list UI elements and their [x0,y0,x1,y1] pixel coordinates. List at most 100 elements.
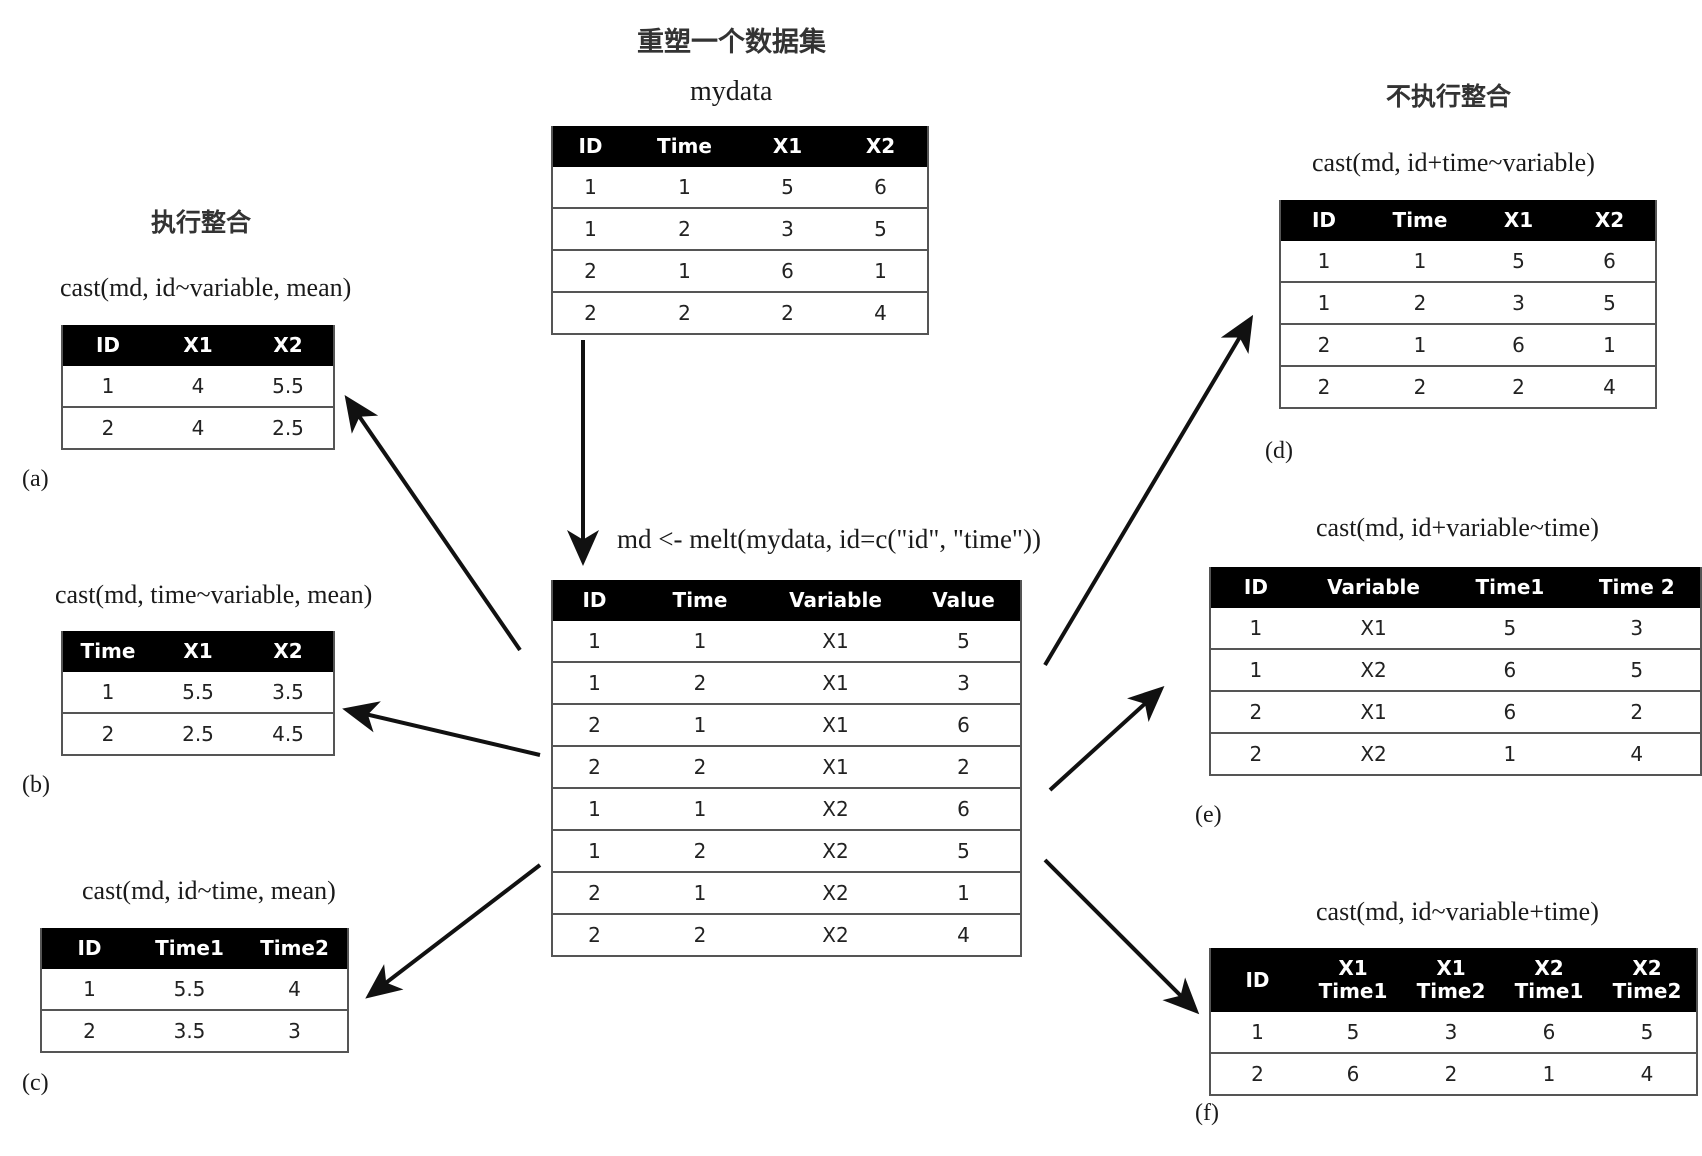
table-cell: X2 [764,829,907,873]
table-cell: 2 [636,913,764,957]
table-cell: 1 [62,672,153,714]
table-cell: 3 [1473,281,1564,325]
table-cell: 5 [1573,648,1701,692]
figure-letter-c: (c) [22,1070,49,1096]
table-cell: 1 [628,167,741,209]
table-cell: 4 [153,406,243,450]
table-cell: 5 [1304,1012,1402,1054]
table-cell: 5 [907,829,1021,873]
table-cell: 6 [1446,690,1574,734]
table-cell: 2 [628,207,741,251]
table-cell: 5 [1446,608,1574,650]
table-cell: 5.5 [243,366,334,408]
column-header: Time 2 [1573,567,1701,608]
column-header: ID [552,126,628,167]
column-header: X1 [153,325,243,366]
column-header: Time [636,580,764,621]
table-cell: 2 [636,661,764,705]
table-cell: 2.5 [153,712,243,756]
table-cell: 3.5 [243,672,334,714]
arrow-md-to-c [365,863,542,999]
table-cell: 1 [552,167,628,209]
table-cell: 2 [1402,1052,1500,1096]
formula-b: cast(md, time~variable, mean) [55,580,373,609]
table-cell: 6 [1500,1012,1598,1054]
column-header: X2 Time1 [1500,948,1598,1012]
column-header: X2 [1564,200,1656,241]
left-section-heading: 执行整合 [151,208,252,237]
table-cell: 1 [907,871,1021,915]
table-cell: 2 [741,291,834,335]
figure-letter-d: (d) [1265,438,1293,464]
table-cell: 1 [552,661,636,705]
column-header: Variable [1300,567,1447,608]
table-cell: 6 [1446,648,1574,692]
table-cell: 2 [62,712,153,756]
table-cell: 1 [1367,323,1473,367]
table-cell: 1 [1564,323,1656,367]
table-cell: 4 [1564,365,1656,409]
column-header: ID [1210,948,1304,1012]
table-cell: X2 [1300,732,1447,776]
table-cell: 3 [1573,608,1701,650]
table-cell: 2 [636,745,764,789]
column-header: X1 [741,126,834,167]
table-cell: X2 [1300,648,1447,692]
arrow-md-to-b [342,701,541,757]
figure-letter-b: (b) [22,772,50,798]
table-cell: 2 [552,249,628,293]
column-header: ID [552,580,636,621]
column-header: Value [907,580,1021,621]
table-cell: 3 [741,207,834,251]
table-cell: X2 [764,871,907,915]
table-cell: 1 [1210,608,1301,650]
table-cell: X2 [764,913,907,957]
formula-e: cast(md, id+variable~time) [1316,513,1599,542]
table-cell: 1 [636,703,764,747]
table-cell: 5 [741,167,834,209]
table-cell: 5 [834,207,928,251]
table-cell: 5 [1473,241,1564,283]
formula-f: cast(md, id~variable+time) [1316,897,1599,926]
table-cell: 1 [628,249,741,293]
table-cell: 4 [242,969,348,1011]
column-header: Time [1367,200,1473,241]
column-header: Time1 [137,928,242,969]
column-header: X2 [243,631,334,672]
column-header: Time2 [242,928,348,969]
table-cell: X1 [764,621,907,663]
table-cell: 6 [834,167,928,209]
table-cell: 6 [907,703,1021,747]
table-cell: X1 [764,745,907,789]
table-cell: X1 [1300,690,1447,734]
table-cell: 1 [1367,241,1473,283]
table-cell: 2 [636,829,764,873]
table-cell: 2 [628,291,741,335]
source-table-label: mydata [690,76,773,107]
table-cell: 5.5 [137,969,242,1011]
table-cell: 6 [1564,241,1656,283]
formula-c: cast(md, id~time, mean) [82,876,336,905]
figure-letter-a: (a) [22,466,49,492]
